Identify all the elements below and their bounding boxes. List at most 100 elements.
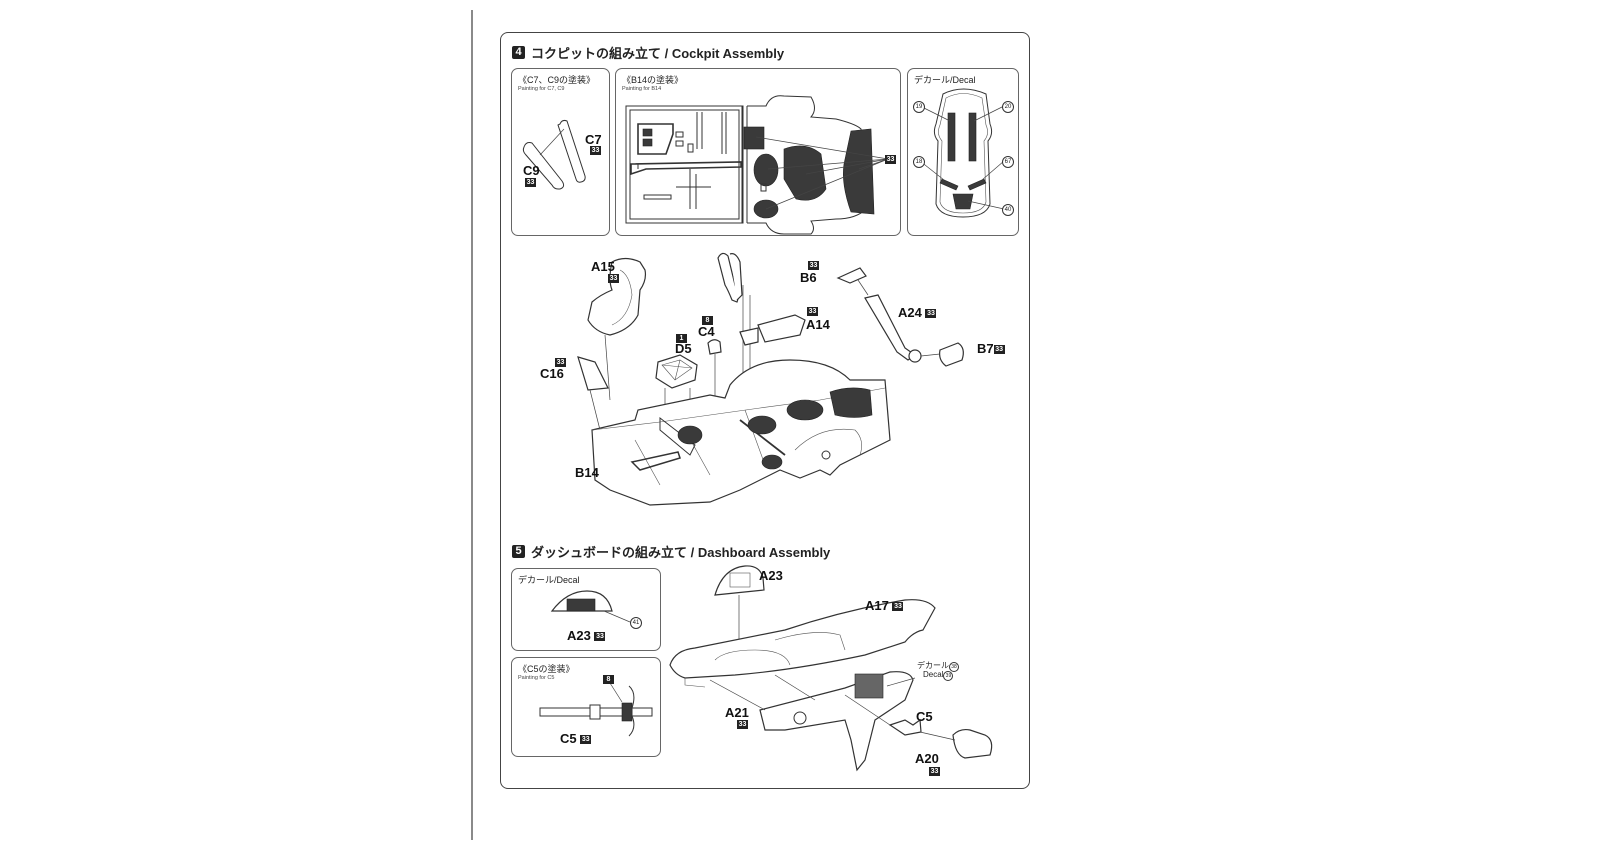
paint-code-badge: 33 bbox=[885, 155, 896, 164]
step-title-text: ダッシュボードの組み立て / Dashboard Assembly bbox=[531, 545, 831, 560]
step-number-badge: 4 bbox=[512, 46, 525, 59]
decal-note-label: デカール bbox=[917, 661, 949, 670]
belt-strap-right bbox=[968, 112, 977, 162]
page-binding-line bbox=[471, 10, 473, 840]
step-4-title: 4 コクピットの組み立て / Cockpit Assembly bbox=[512, 43, 784, 62]
a23-decal-drawing bbox=[550, 590, 631, 623]
paint-area bbox=[677, 425, 703, 445]
part-label-a15: A15 bbox=[591, 259, 615, 274]
paint-code-badge: 33 bbox=[808, 261, 819, 270]
decal-number-20: 20 bbox=[1002, 101, 1014, 113]
paint-code-badge: 33 bbox=[807, 307, 818, 316]
part-a14 bbox=[757, 314, 806, 343]
floor-pan-b14 bbox=[591, 359, 891, 506]
decal-number-67: 67 bbox=[1002, 156, 1014, 168]
part-label-a20: A20 bbox=[915, 751, 939, 766]
decal-note-label: Decal bbox=[923, 670, 944, 679]
dashboard-a17 bbox=[669, 599, 936, 679]
part-label-c5: C5 33 bbox=[560, 732, 592, 745]
gauge-hood-a23 bbox=[714, 565, 765, 596]
c5-painting-box: 《C5の塗装》 Painting for C5 8 C5 33 bbox=[511, 657, 661, 757]
part-label-c7: C7 bbox=[585, 132, 602, 147]
dashboard-exploded-view bbox=[669, 565, 993, 772]
c7-part bbox=[557, 119, 586, 183]
box-title: 《C7、C9の塗装》 bbox=[518, 75, 596, 85]
step-title-text: コクピットの組み立て / Cockpit Assembly bbox=[531, 46, 785, 61]
part-id: A23 bbox=[567, 628, 591, 643]
step-5-title: 5 ダッシュボードの組み立て / Dashboard Assembly bbox=[512, 542, 830, 561]
part-id: A17 bbox=[865, 598, 889, 613]
paint-code-badge: 8 bbox=[702, 316, 713, 325]
part-b7 bbox=[939, 342, 964, 367]
paint-area bbox=[786, 399, 824, 421]
paint-code-badge: 33 bbox=[594, 632, 606, 642]
part-label-a17: A17 33 bbox=[865, 598, 904, 613]
b14-topview-drawing bbox=[625, 95, 889, 235]
part-label-c4: C4 bbox=[698, 324, 715, 339]
instruction-page-frame bbox=[500, 32, 1030, 789]
paint-area bbox=[783, 145, 827, 201]
paint-code-badge: 33 bbox=[892, 602, 904, 612]
part-label-c5: C5 bbox=[916, 709, 933, 724]
part-label-a23: A23 bbox=[759, 568, 783, 583]
step-number-badge: 5 bbox=[512, 545, 525, 558]
seat-a15 bbox=[587, 257, 647, 336]
b14-painting-box: 《B14の塗装》 Painting for B14 33 bbox=[615, 68, 901, 236]
box-subtitle: Painting for C5 bbox=[518, 675, 555, 681]
assembly-arrow bbox=[539, 128, 565, 156]
part-label-b6: B6 bbox=[800, 270, 817, 285]
part-id: A24 bbox=[898, 305, 922, 320]
part-b6 bbox=[836, 267, 867, 284]
paint-area bbox=[747, 415, 777, 435]
part-label-d5: D5 bbox=[675, 341, 692, 356]
box-title: 《C5の塗装》 bbox=[518, 664, 575, 674]
part-id: B7 bbox=[977, 341, 994, 356]
lower-dash-a21 bbox=[759, 671, 914, 772]
c7-c9-painting-box: 《C7、C9の塗装》 Painting for C7, C9 C7 33 C9 … bbox=[511, 68, 610, 236]
steering-shaft-c5 bbox=[888, 718, 922, 736]
paint-code-badge: 33 bbox=[590, 146, 601, 155]
decal-number-41: 41 bbox=[630, 617, 642, 629]
seat-decal-drawing bbox=[919, 88, 1005, 218]
part-label-c9: C9 bbox=[523, 163, 540, 178]
decal-number-18: 18 bbox=[913, 156, 925, 168]
c7-c9-drawing bbox=[522, 119, 586, 190]
floor-tub bbox=[625, 105, 744, 224]
paint-area bbox=[761, 454, 783, 470]
paint-code-badge: 33 bbox=[608, 274, 619, 283]
paint-area bbox=[829, 387, 873, 418]
part-label-b14: B14 bbox=[575, 465, 599, 480]
part-c4 bbox=[707, 339, 722, 355]
part-label-a23: A23 33 bbox=[567, 628, 606, 643]
part-label-a14: A14 bbox=[806, 317, 830, 332]
c9-part bbox=[522, 142, 565, 190]
paint-area bbox=[843, 128, 875, 215]
box-title: 《B14の塗装》 bbox=[622, 75, 684, 85]
paint-code-badge: 33 bbox=[525, 178, 536, 187]
decal-number-19: 19 bbox=[913, 101, 925, 113]
paint-code-badge: 33 bbox=[993, 345, 1005, 355]
decal-number-39: 39 bbox=[943, 671, 954, 681]
seat-outline bbox=[933, 88, 993, 218]
paint-code-badge: 8 bbox=[603, 675, 614, 684]
paint-code-badge: 33 bbox=[580, 735, 592, 745]
box-subtitle: Painting for C7, C9 bbox=[518, 86, 565, 92]
belt-strap-left bbox=[947, 112, 956, 162]
c5-drawing bbox=[539, 682, 653, 737]
decal-number-40: 40 bbox=[1002, 204, 1014, 216]
box-subtitle: Painting for B14 bbox=[622, 86, 662, 92]
cockpit-exploded-view bbox=[577, 252, 964, 506]
paint-code-badge: 33 bbox=[925, 309, 937, 319]
part-d5 bbox=[655, 354, 698, 389]
steering-wheel-a20 bbox=[952, 728, 993, 759]
paint-area bbox=[753, 153, 779, 187]
paint-code-badge: 1 bbox=[676, 334, 687, 343]
paint-code-badge: 33 bbox=[555, 358, 566, 367]
box-title: デカール/Decal bbox=[518, 575, 580, 585]
part-c16 bbox=[577, 356, 609, 391]
paint-code-badge: 33 bbox=[737, 720, 748, 729]
part-label-a21: A21 bbox=[725, 705, 749, 720]
